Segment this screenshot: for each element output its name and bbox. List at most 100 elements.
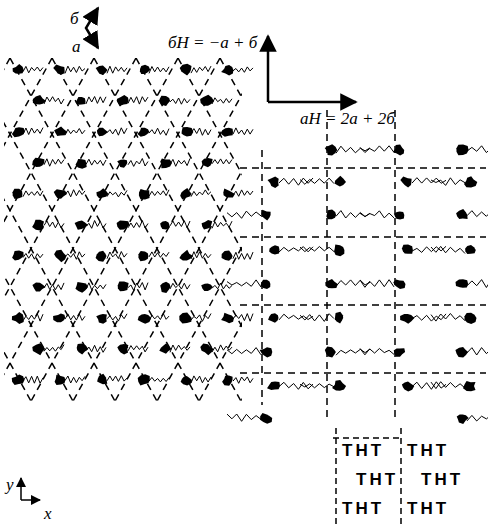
cell-line	[4, 58, 52, 403]
head-group	[463, 381, 476, 391]
vector-label: бH = −а + б	[168, 34, 257, 51]
alkyl-chain	[300, 384, 334, 388]
cell-line	[4, 58, 178, 403]
cell-line	[4, 58, 136, 403]
head-group	[326, 210, 336, 220]
head-group	[117, 159, 127, 167]
alkyl-chain	[23, 191, 43, 197]
axis-arrows	[21, 478, 40, 500]
alkyl-chain	[170, 345, 190, 352]
head-group	[393, 280, 405, 289]
alkyl-chain	[336, 280, 370, 287]
alkyl-chain	[170, 159, 190, 167]
alkyl-chain	[233, 377, 253, 383]
head-group	[325, 279, 337, 288]
alkyl-chain	[44, 159, 64, 166]
head-group	[13, 189, 23, 199]
alkyl-chain	[107, 128, 127, 135]
alkyl-chain	[467, 211, 488, 217]
alkyl-chain	[431, 382, 465, 389]
head-group	[201, 284, 213, 292]
alkyl-chain	[107, 376, 127, 382]
alkyl-chain	[212, 283, 232, 289]
alkyl-chain	[65, 66, 85, 73]
head-group	[180, 188, 192, 200]
head-group	[160, 221, 169, 230]
alkyl-chain	[149, 190, 169, 196]
alkyl-chain	[44, 221, 64, 228]
alkyl-chain	[128, 159, 148, 167]
alkyl-chain	[360, 146, 394, 153]
cell-line	[240, 58, 242, 403]
alkyl-chain	[431, 314, 465, 322]
cell-line	[4, 58, 32, 403]
head-group	[96, 314, 107, 324]
head-group	[221, 313, 234, 324]
head-group	[97, 128, 108, 137]
alkyl-chain	[233, 128, 253, 135]
head-group	[262, 210, 271, 221]
alkyl-chain	[233, 252, 253, 259]
alkyl-chain	[233, 67, 253, 72]
alkyl-chain	[467, 348, 488, 355]
head-group	[32, 158, 44, 167]
head-group	[456, 209, 468, 219]
head-group	[268, 176, 279, 188]
alkyl-chain	[65, 252, 85, 259]
alkyl-chain	[44, 97, 64, 104]
head-group	[394, 348, 405, 357]
axis-label: x	[44, 505, 52, 522]
alkyl-chain	[227, 414, 261, 421]
alkyl-chain	[107, 190, 127, 197]
cell-line	[52, 58, 242, 403]
head-group	[12, 312, 24, 324]
sequence-label: THT	[356, 471, 398, 488]
alkyl-chain	[360, 280, 394, 288]
alkyl-chain	[212, 159, 232, 164]
head-group	[202, 220, 213, 230]
molecules	[12, 64, 488, 424]
alkyl-chain	[86, 221, 106, 229]
alkyl-chain	[65, 129, 85, 136]
head-group	[55, 375, 66, 385]
cell-line	[114, 58, 242, 403]
alkyl-chain	[191, 376, 211, 383]
sequence-label: THT	[342, 500, 384, 517]
head-group	[325, 144, 338, 155]
head-group	[139, 189, 150, 199]
alkyl-chain	[128, 346, 148, 352]
head-group	[117, 221, 130, 230]
axis-label: y	[6, 476, 14, 493]
alkyl-chain	[128, 283, 148, 291]
head-group	[179, 312, 191, 323]
new-basis-vectors	[268, 36, 356, 102]
head-group	[75, 282, 88, 293]
alkyl-chain	[412, 314, 446, 321]
alkyl-chain	[170, 283, 190, 289]
alkyl-chain	[149, 128, 169, 135]
head-group	[268, 313, 278, 323]
head-group	[393, 145, 404, 156]
head-group	[221, 128, 233, 137]
head-group	[138, 251, 148, 261]
sequence-label: THT	[342, 442, 384, 459]
cell-line	[4, 58, 94, 403]
alkyl-chain	[227, 280, 261, 287]
alkyl-chain	[467, 414, 488, 422]
head-group	[332, 380, 346, 391]
oblique-cell-lines	[4, 58, 242, 403]
head-group	[260, 413, 272, 424]
alkyl-chain	[86, 345, 106, 352]
head-group	[402, 245, 413, 254]
alkyl-chain	[212, 98, 232, 104]
alkyl-chain	[412, 382, 446, 390]
head-group	[223, 189, 235, 198]
head-group	[32, 343, 45, 355]
head-group	[12, 127, 25, 137]
head-group	[455, 347, 468, 358]
alkyl-chain	[279, 382, 313, 389]
head-group	[76, 159, 87, 169]
head-group	[222, 251, 233, 261]
alkyl-chain	[191, 128, 211, 135]
head-group	[260, 347, 273, 357]
